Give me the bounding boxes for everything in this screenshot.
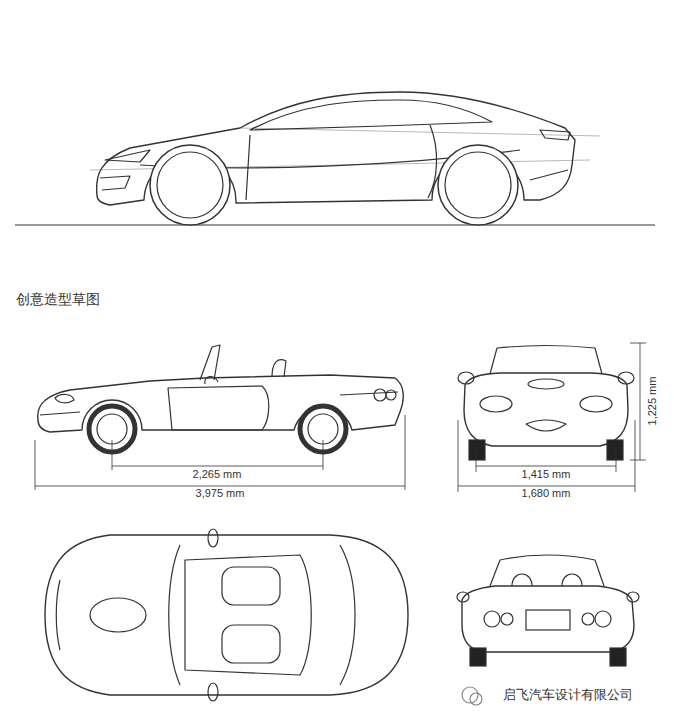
- mirror: [205, 377, 218, 384]
- tail-light: [484, 611, 500, 627]
- dimension-label: 3,975 mm: [193, 487, 248, 499]
- windshield: [169, 545, 180, 685]
- dimension-label: 1,680 mm: [519, 487, 574, 499]
- section-heading: 创意造型草图: [13, 292, 103, 307]
- headlight: [480, 396, 512, 412]
- seat: [222, 625, 280, 663]
- mirror: [208, 529, 218, 547]
- seat: [222, 567, 280, 605]
- coupe-window: [250, 100, 492, 130]
- windshield-frame: [490, 346, 602, 375]
- top-body: [45, 535, 408, 695]
- dimension-label: 1,415 mm: [519, 468, 574, 480]
- windshield-frame: [200, 345, 220, 380]
- dimension-line: [630, 343, 646, 460]
- wechat-icon: [470, 693, 482, 705]
- headlight: [580, 396, 612, 412]
- tail-light: [386, 390, 396, 400]
- windshield-frame: [490, 555, 604, 586]
- tire: [469, 440, 485, 460]
- mirror: [208, 683, 218, 701]
- cockpit: [185, 555, 311, 675]
- rim: [445, 152, 511, 218]
- front-intake: [100, 176, 130, 190]
- mirror: [458, 372, 474, 384]
- ground-line: [15, 225, 655, 226]
- dimension-line: [35, 415, 405, 490]
- tire: [470, 648, 486, 666]
- nose-line: [56, 580, 60, 650]
- dimension-line: [112, 440, 323, 470]
- bumper-line: [40, 412, 80, 415]
- headlight: [55, 394, 74, 402]
- rim: [97, 414, 127, 444]
- tire: [610, 648, 626, 666]
- mirror: [627, 592, 639, 602]
- wheel: [150, 145, 230, 225]
- door: [168, 386, 269, 430]
- headlight: [105, 150, 150, 162]
- dimension-label: 2,265 mm: [190, 468, 245, 480]
- tail-light: [595, 611, 611, 627]
- dimension-label: 1,225 mm: [646, 374, 658, 429]
- trunk-line: [340, 545, 355, 685]
- tail-light: [582, 613, 594, 625]
- tail-light: [501, 613, 513, 625]
- trunk-line: [340, 392, 398, 395]
- headrest: [272, 360, 286, 377]
- door-line: [428, 125, 437, 198]
- wheel: [438, 145, 518, 225]
- rim: [157, 152, 223, 218]
- tail-light: [540, 130, 570, 140]
- watermark: 启飞汽车设计有限公司: [500, 688, 636, 702]
- hood-oval: [90, 598, 146, 632]
- mirror: [618, 372, 634, 384]
- rear-body: [462, 586, 634, 652]
- front-body: [464, 373, 628, 446]
- grille: [526, 420, 566, 431]
- tire: [607, 440, 623, 460]
- rim: [308, 414, 338, 444]
- mirror: [457, 592, 469, 602]
- hood-bulge: [528, 379, 564, 389]
- license-plate: [526, 610, 570, 630]
- rear-diffuser: [530, 170, 568, 180]
- tail-light: [374, 389, 386, 401]
- dimension-line: [458, 420, 635, 492]
- headrest: [512, 574, 582, 586]
